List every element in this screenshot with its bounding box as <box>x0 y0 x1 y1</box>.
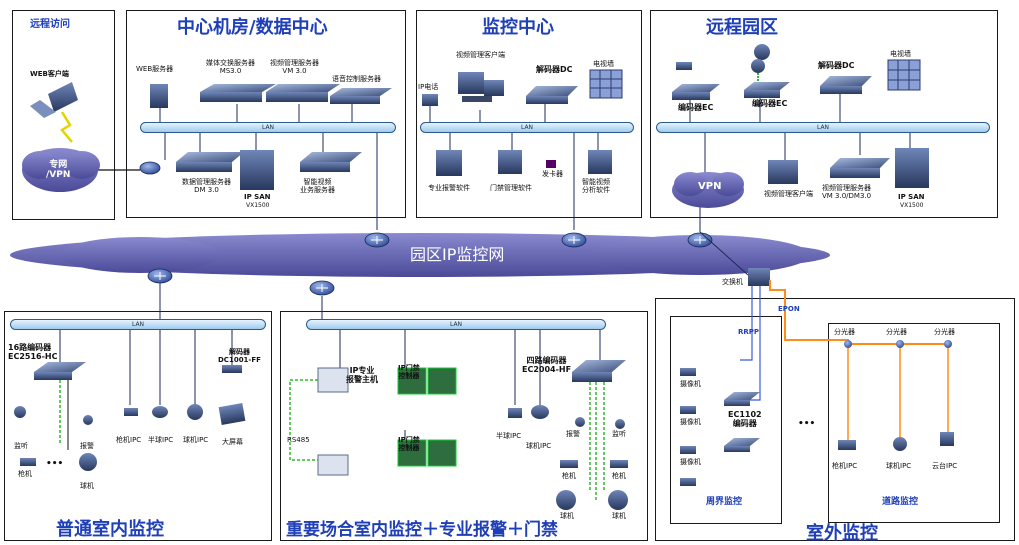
lan-bar-important: LAN <box>306 319 606 330</box>
lan-bar-center: LAN <box>140 122 396 133</box>
label-splitter-1: 分光器 <box>834 328 855 336</box>
label-monitor-tvwall: 电视墙 <box>593 60 614 68</box>
label-rs485: RS485 <box>287 436 310 444</box>
label-rrpp: RRPP <box>738 328 760 336</box>
label-ms-server: 媒体交换服务器 MS3.0 <box>206 59 255 75</box>
label-door-software: 门禁管理软件 <box>490 184 532 192</box>
label-important-listen: 监听 <box>612 430 626 438</box>
zone-monitor <box>416 10 642 218</box>
zone-title-outdoor: 室外监控 <box>806 523 878 544</box>
zone-title-remote-park: 远程园区 <box>706 17 778 38</box>
label-park-ipsan-model: VX1500 <box>900 202 924 209</box>
label-important-ball-1: 球机 <box>560 512 574 520</box>
label-smart-server: 智能视频 业务服务器 <box>300 178 335 194</box>
indoor-devices <box>14 362 246 471</box>
lan-bar-indoor: LAN <box>10 319 266 330</box>
zone-title-remote-access: 远程访问 <box>30 19 70 30</box>
label-smart-software: 智能视频 分析软件 <box>582 178 610 194</box>
outdoor-devices <box>680 340 954 486</box>
label-important-gun-1: 枪机 <box>562 472 576 480</box>
label-indoor-ball: 球机 <box>80 482 94 490</box>
label-indoor-ellipsis: ••• <box>46 459 64 469</box>
zone-indoor <box>4 311 272 541</box>
label-campus-network: 园区IP监控网 <box>410 245 505 264</box>
label-outdoor-camera-2: 摄像机 <box>680 418 701 426</box>
label-important-gun-2: 枪机 <box>612 472 626 480</box>
zone-road <box>828 323 1000 523</box>
label-ctrl-server: 语音控制服务器 <box>332 75 381 83</box>
label-park-tvwall: 电视墙 <box>890 50 911 58</box>
label-center-ipsan-model: VX1500 <box>246 202 270 209</box>
label-dm-server: 数据管理服务器 DM 3.0 <box>182 178 231 194</box>
label-important-ball-ipc: 球机IPC <box>526 442 552 450</box>
label-important-halfball-ipc: 半球IPC <box>496 432 522 440</box>
label-ball-ipc: 球机IPC <box>886 462 912 470</box>
label-remote-vpn: 专网 /VPN <box>46 160 71 180</box>
laptop-device <box>30 82 78 118</box>
zone-title-monitor: 监控中心 <box>482 17 554 38</box>
label-card-reader: 发卡器 <box>542 170 563 178</box>
lan-bar-remote-park: LAN <box>656 122 990 133</box>
zone-title-center: 中心机房/数据中心 <box>177 17 328 38</box>
label-indoor-gun-ipc: 枪机IPC <box>116 436 142 444</box>
label-vm-server: 视频管理服务器 VM 3.0 <box>270 59 319 75</box>
label-indoor-halfball-ipc: 半球IPC <box>148 436 174 444</box>
label-epon: EPON <box>778 305 800 313</box>
lan-bar-monitor: LAN <box>420 122 634 133</box>
label-indoor-ball-ipc: 球机IPC <box>183 436 209 444</box>
label-monitor-decoder: 解码器DC <box>536 65 573 74</box>
label-alarm-host: IP专业 报警主机 <box>346 366 378 384</box>
label-web-client: WEB客户端 <box>30 70 69 78</box>
label-perimeter: 周界监控 <box>706 497 743 507</box>
zone-important <box>280 311 648 541</box>
label-pt-ipc: 云台IPC <box>932 462 958 470</box>
label-indoor-encoder: 16路编码器 EC2516-HC <box>8 343 58 361</box>
label-indoor-gun: 枪机 <box>18 470 32 478</box>
monitor-devices <box>422 69 623 176</box>
label-park-encoder-1: 编码器EC <box>678 103 714 112</box>
center-devices <box>150 84 392 190</box>
label-park-encoder-2: 编码器EC <box>752 99 788 108</box>
remote-park-devices <box>672 44 929 188</box>
campus-network-cloud <box>10 233 830 277</box>
label-important-encoder: 四路编码器 EC2004-HF <box>522 356 572 374</box>
important-devices <box>289 360 628 510</box>
label-splitter-2: 分光器 <box>886 328 907 336</box>
label-alarm-software: 专业报警软件 <box>428 184 470 192</box>
label-outdoor-camera-1: 摄像机 <box>680 380 701 388</box>
label-park-vpn: VPN <box>698 181 722 192</box>
label-indoor-listen: 监听 <box>14 442 28 450</box>
label-park-decoder: 解码器DC <box>818 61 855 70</box>
label-park-vm-client: 视频管理客户端 <box>764 190 813 198</box>
label-road: 道路监控 <box>882 497 919 507</box>
label-center-ipsan: IP SAN <box>244 193 271 201</box>
label-ip-phone: IP电话 <box>418 83 439 91</box>
vpn-cloud-park <box>672 172 744 208</box>
label-vm-client: 视频管理客户端 <box>456 51 505 59</box>
label-door-controller-1: IP门禁 控制器 <box>398 364 420 380</box>
label-door-controller-2: IP门禁 控制器 <box>398 436 420 452</box>
label-important-ball-2: 球机 <box>612 512 626 520</box>
label-park-vm-server: 视频管理服务器 VM 3.0/DM3.0 <box>822 184 872 200</box>
label-indoor-alarm: 报警 <box>80 442 94 450</box>
label-outdoor-ellipsis: ••• <box>798 419 816 429</box>
label-outdoor-camera-3: 摄像机 <box>680 458 701 466</box>
label-indoor-bigscreen: 大屏幕 <box>222 438 243 446</box>
label-gun-ipc: 枪机IPC <box>832 462 858 470</box>
label-splitter-3: 分光器 <box>934 328 955 336</box>
label-web-server: WEB服务器 <box>136 65 174 73</box>
label-outdoor-switch: 交换机 <box>722 278 743 286</box>
label-park-ipsan: IP SAN <box>898 193 925 201</box>
label-outdoor-encoder: EC1102 编码器 <box>728 410 762 428</box>
label-important-alarm: 报警 <box>566 430 580 438</box>
vpn-cloud-remote <box>22 148 100 192</box>
zone-title-important: 重要场合室内监控＋专业报警＋门禁 <box>286 520 558 540</box>
label-indoor-decoder: 解码器 DC1001-FF <box>218 348 261 364</box>
zone-perimeter <box>670 316 782 524</box>
zone-title-indoor: 普通室内监控 <box>56 519 164 540</box>
